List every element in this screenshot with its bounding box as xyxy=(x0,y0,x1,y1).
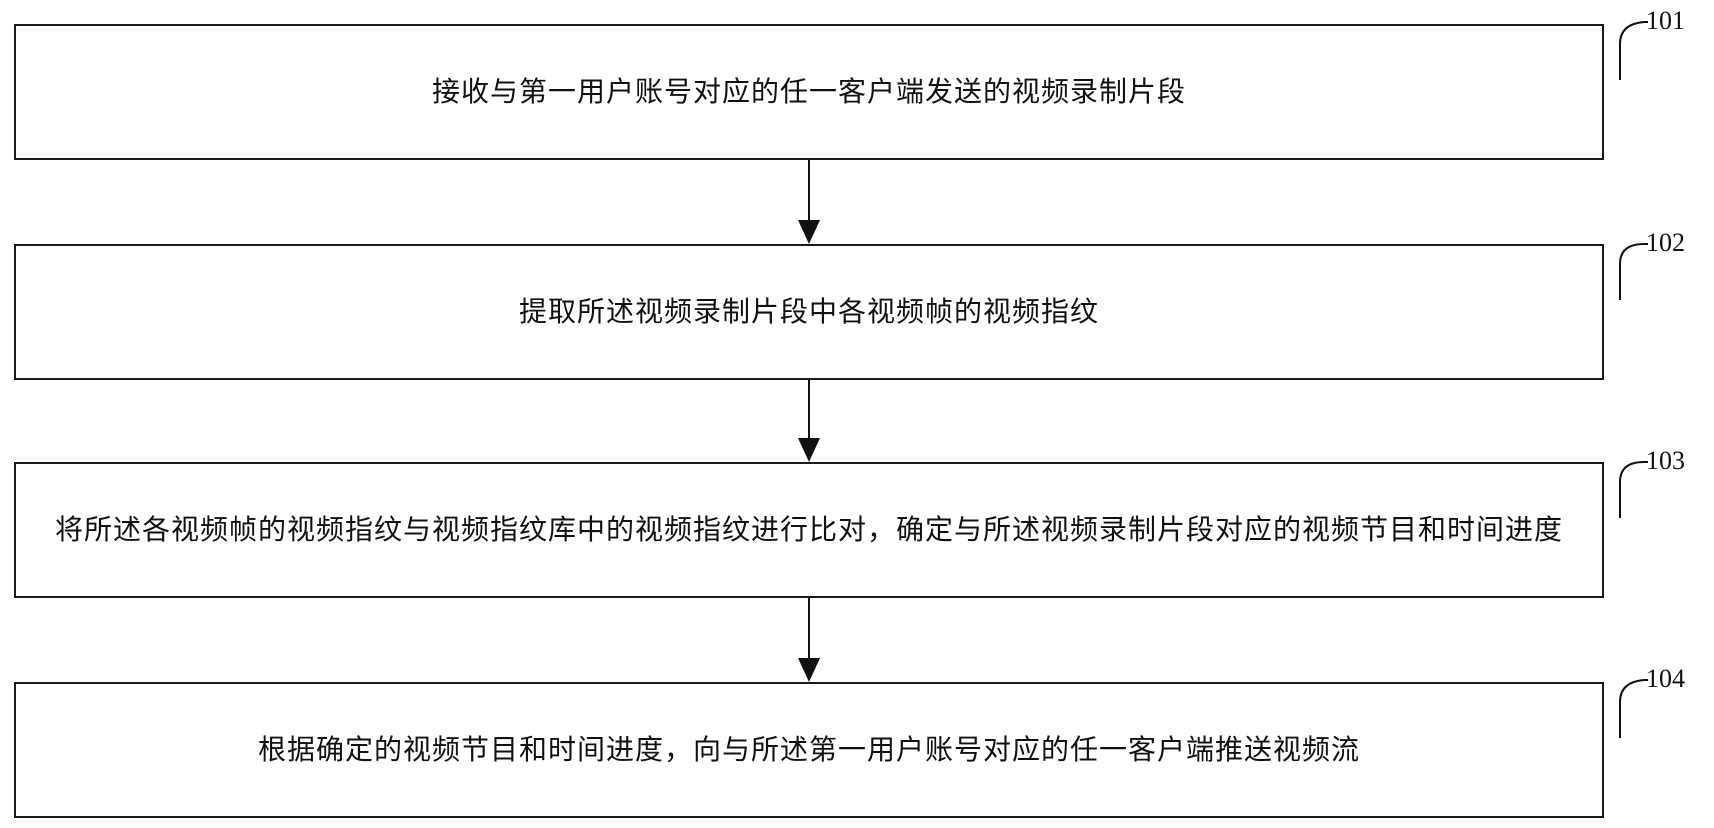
arrow-103-104 xyxy=(798,598,820,682)
step-box-104: 根据确定的视频节目和时间进度，向与所述第一用户账号对应的任一客户端推送视频流 xyxy=(14,682,1604,818)
leader-101 xyxy=(1619,21,1648,80)
step-number-102: 102 xyxy=(1646,228,1685,257)
step-text-102: 提取所述视频录制片段中各视频帧的视频指纹 xyxy=(518,295,1099,328)
leader-104 xyxy=(1619,679,1648,738)
step-number-104: 104 xyxy=(1646,664,1685,693)
step-number-101: 101 xyxy=(1646,6,1685,35)
step-box-102: 提取所述视频录制片段中各视频帧的视频指纹 xyxy=(14,244,1604,380)
step-text-103: 将所述各视频帧的视频指纹与视频指纹库中的视频指纹进行比对，确定与所述视频录制片段… xyxy=(54,513,1563,546)
arrow-102-103 xyxy=(798,380,820,462)
leader-103 xyxy=(1619,461,1648,518)
step-number-103: 103 xyxy=(1646,446,1685,475)
leader-102 xyxy=(1619,243,1648,300)
step-text-101: 接收与第一用户账号对应的任一客户端发送的视频录制片段 xyxy=(431,75,1186,108)
arrow-101-102 xyxy=(798,160,820,244)
step-text-104: 根据确定的视频节目和时间进度，向与所述第一用户账号对应的任一客户端推送视频流 xyxy=(257,733,1360,766)
step-box-101: 接收与第一用户账号对应的任一客户端发送的视频录制片段 xyxy=(14,24,1604,160)
step-box-103: 将所述各视频帧的视频指纹与视频指纹库中的视频指纹进行比对，确定与所述视频录制片段… xyxy=(14,462,1604,598)
